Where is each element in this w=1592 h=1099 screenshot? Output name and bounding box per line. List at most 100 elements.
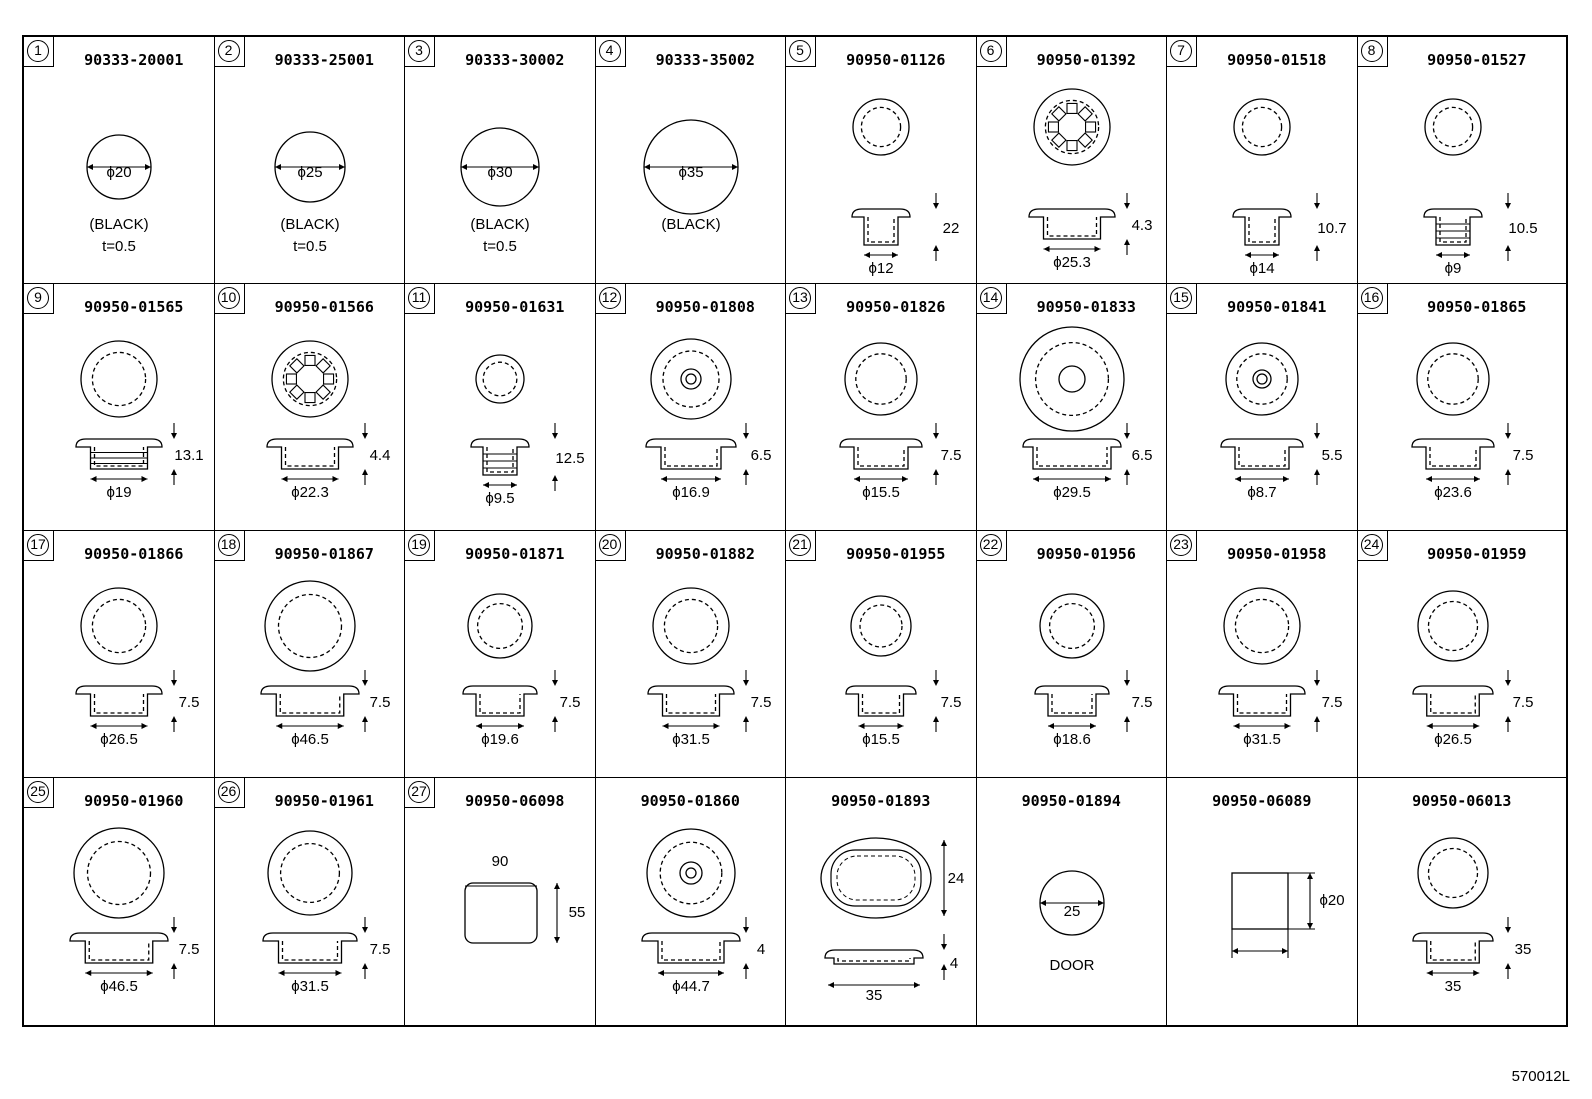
grommet-outline [1223, 587, 1301, 665]
item-number-box: 9 [24, 284, 54, 314]
grommet-outline [850, 595, 912, 657]
part-number: 90333-30002 [465, 51, 565, 69]
grommet-profile [265, 438, 354, 470]
dimension-arrow [1047, 723, 1096, 729]
color-note: (BLACK) [280, 216, 339, 233]
inner-wall [1438, 217, 1467, 243]
thickness-label: 4.3 [1131, 217, 1152, 234]
grommet-profile [1220, 438, 1304, 470]
grommet-profile [644, 438, 737, 470]
dimension-arrow [1307, 873, 1313, 929]
inner-wall [1428, 447, 1477, 467]
thickness-label: 7.5 [560, 694, 581, 711]
item-number-box: 21 [786, 531, 816, 561]
dimension-arrow [933, 680, 939, 722]
diameter-label: ϕ23.6 [1434, 484, 1472, 501]
grommet-profile [1027, 208, 1116, 240]
grommet-outline [1032, 88, 1111, 166]
part-number: 90950-01956 [1036, 545, 1136, 563]
grommet-profile [1218, 685, 1306, 717]
part-drawing: 10.5ϕ9 [1422, 98, 1537, 277]
grommet-outline [651, 587, 730, 665]
diameter-label: ϕ16.9 [672, 484, 710, 501]
item-number: 3 [408, 40, 430, 62]
thickness-label: 4 [950, 955, 958, 972]
thickness-label: 12.5 [555, 450, 584, 467]
inner-wall [93, 447, 145, 467]
diameter-label: ϕ22.3 [291, 484, 329, 501]
thickness-label: 7.5 [1512, 447, 1533, 464]
thickness-label: 6.5 [1131, 447, 1152, 464]
dimension-arrow [171, 680, 177, 722]
gear-pattern [1047, 102, 1096, 152]
grommet-inner [1236, 353, 1288, 405]
grommet-outline [649, 338, 732, 420]
item-number-box: 23 [1167, 531, 1197, 561]
thickness-label: 13.1 [174, 447, 203, 464]
item-number: 7 [1170, 40, 1192, 62]
part-number: 90950-01841 [1227, 298, 1327, 316]
center-ring [679, 368, 702, 390]
inner-wall [88, 941, 150, 961]
part-drawing: ϕ20 [1231, 872, 1345, 958]
thickness-label: 4.4 [369, 447, 390, 464]
item-number-box: 16 [1357, 284, 1388, 314]
part-number: 90950-01126 [846, 51, 946, 69]
part-number: 90333-35002 [655, 51, 755, 69]
dimension-arrow [171, 927, 177, 969]
dimension-arrow [1233, 723, 1291, 729]
thickness-note: DOOR [1049, 957, 1094, 974]
diameter-label: ϕ31.5 [1243, 731, 1281, 748]
grommet-profile [259, 685, 360, 717]
dimension-arrow [1425, 476, 1480, 482]
part-number: 90950-06098 [465, 792, 565, 810]
dimension-arrow [554, 883, 560, 943]
grommet-inner [860, 106, 902, 148]
inner-wall [660, 941, 721, 961]
inner-wall [486, 447, 514, 473]
item-number-box: 14 [976, 284, 1007, 314]
oval-inner-dashed [836, 855, 916, 901]
dimension-arrow [1123, 433, 1130, 475]
grommet-inner [661, 350, 720, 408]
grommet-outline [1225, 342, 1299, 416]
grommet-profile [845, 685, 917, 717]
grommet-outline [475, 354, 525, 404]
part-number: 90950-01566 [274, 298, 374, 316]
item-number-box: 15 [1167, 284, 1197, 314]
diameter-label: 35 [1444, 978, 1461, 995]
diameter-label: ϕ9 [1444, 260, 1461, 277]
center-ring [1252, 369, 1272, 389]
dimension-arrow [742, 433, 749, 475]
color-note: (BLACK) [661, 216, 720, 233]
part-number: 90950-01867 [274, 545, 374, 563]
grommet-profile [839, 438, 923, 470]
grommet-profile [646, 685, 735, 717]
dimension-arrow [1123, 203, 1130, 245]
part-number: 90950-01527 [1427, 51, 1527, 69]
dimension-arrow [1235, 476, 1289, 482]
diameter-label: ϕ15.5 [862, 731, 900, 748]
grommet-profile [261, 932, 358, 964]
grommet-inner [1426, 353, 1479, 405]
part-drawing: ϕ35(BLACK) [642, 119, 739, 233]
grommet-inner [1044, 99, 1099, 155]
dimension-arrow [1504, 927, 1511, 969]
diameter-label: ϕ14 [1249, 260, 1274, 277]
part-drawing: ϕ25(BLACK)t=0.5 [273, 131, 346, 255]
part-number: 90950-01826 [846, 298, 946, 316]
oval-inner [830, 849, 922, 907]
item-number: 2 [217, 40, 240, 62]
diameter-label: 25 [1063, 903, 1080, 920]
